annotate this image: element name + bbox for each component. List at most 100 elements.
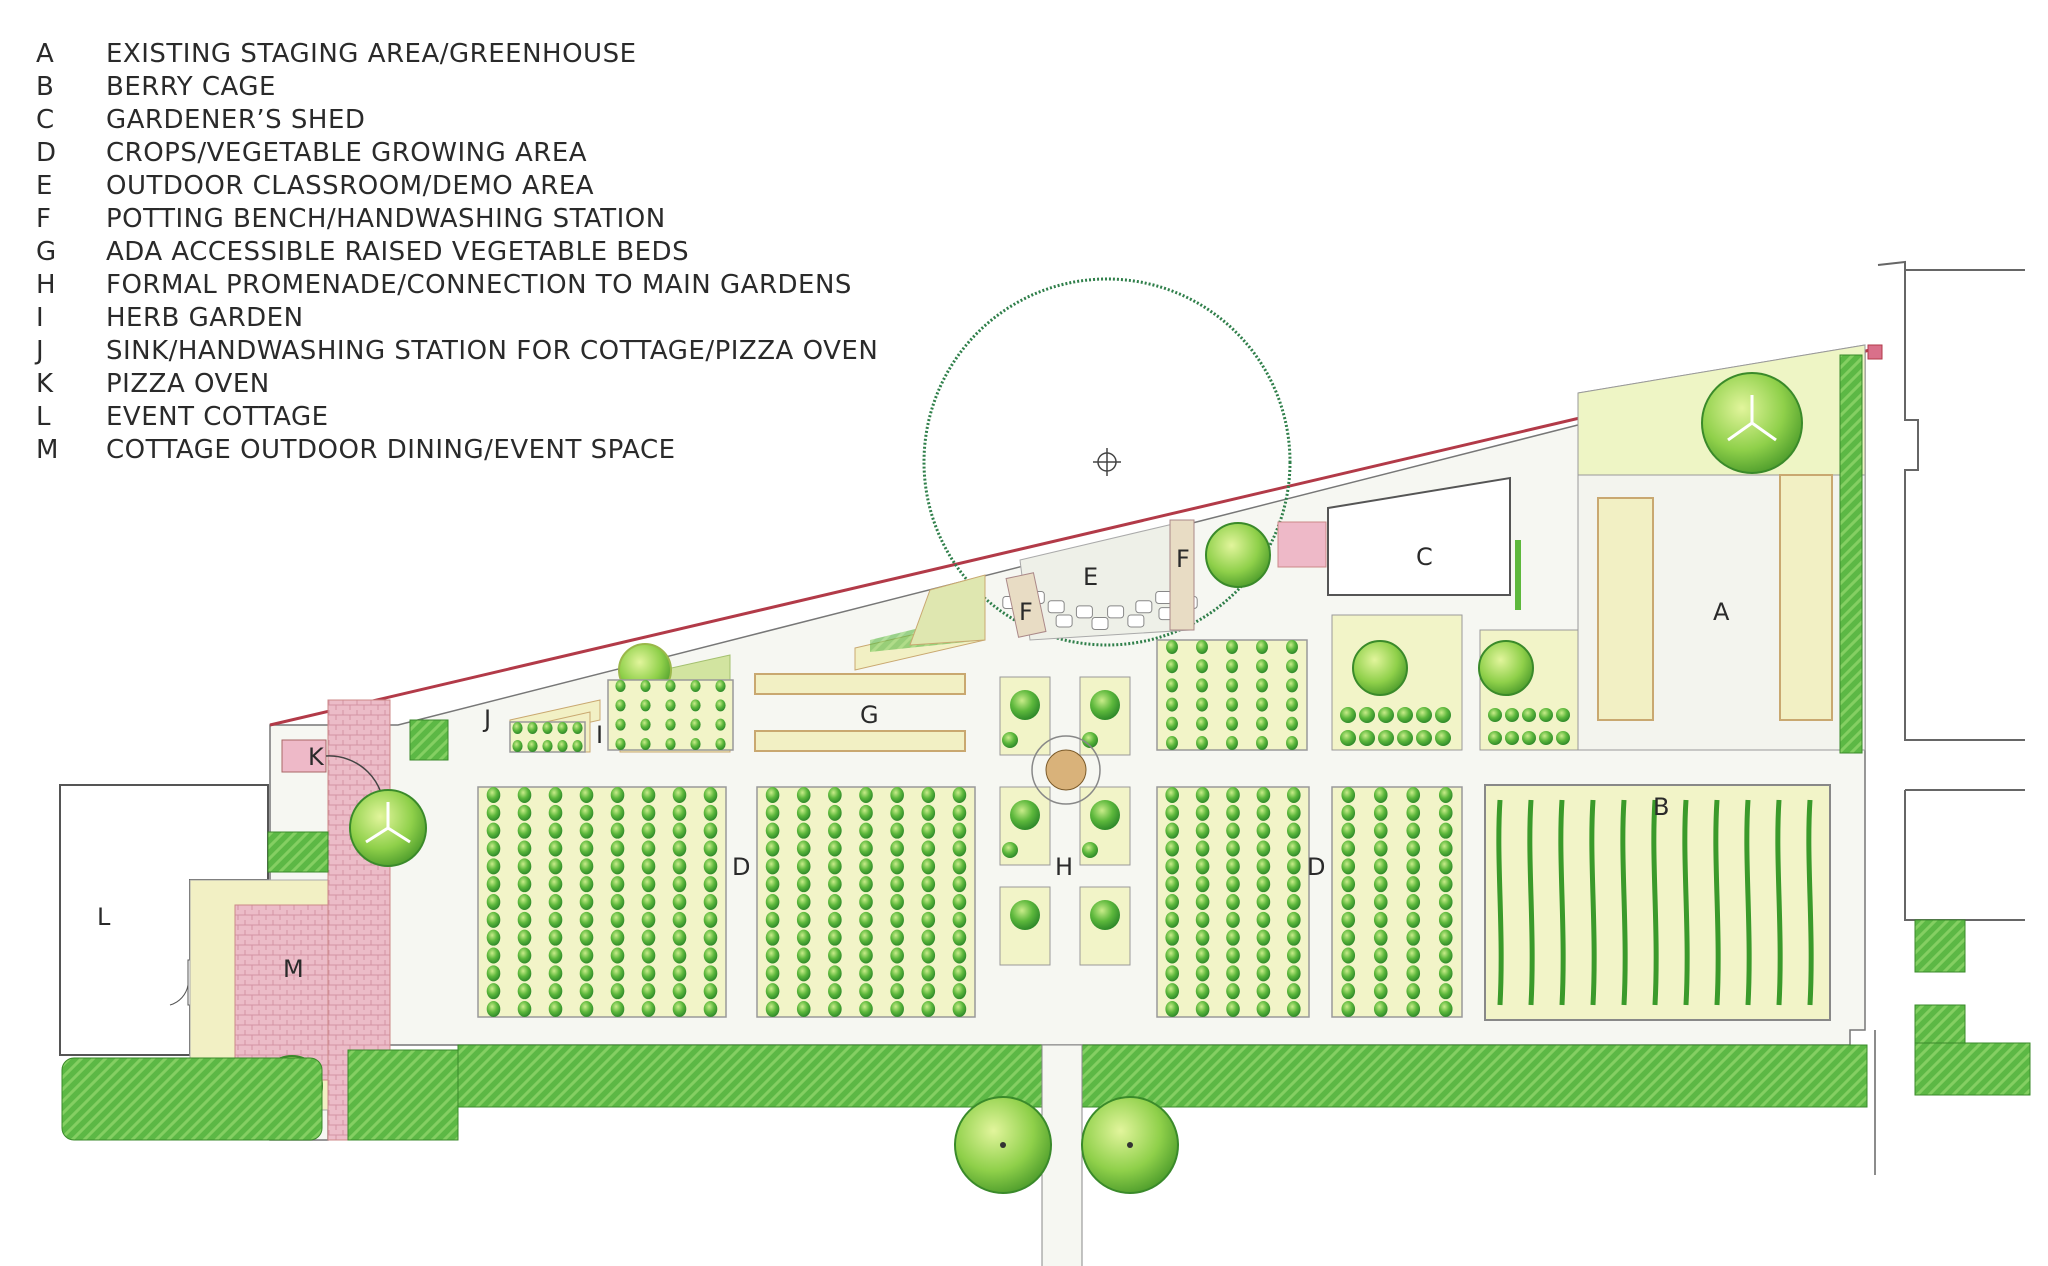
crop-plant bbox=[615, 680, 626, 692]
crop-plant bbox=[1166, 736, 1178, 750]
shrub bbox=[1539, 708, 1553, 722]
berry-row bbox=[1744, 799, 1752, 1006]
crop-plant bbox=[703, 894, 718, 910]
crop-plant bbox=[765, 876, 780, 893]
crop-plant bbox=[641, 911, 656, 928]
crop-plant bbox=[952, 911, 967, 928]
crop-plant bbox=[952, 947, 967, 964]
crop-plant bbox=[1373, 929, 1388, 946]
crop-plant bbox=[672, 965, 687, 982]
crop-plant bbox=[1406, 876, 1421, 893]
crop-plant bbox=[796, 822, 811, 839]
crop-plant bbox=[527, 722, 538, 734]
classroom-seat bbox=[1075, 605, 1093, 619]
shrub bbox=[1397, 730, 1413, 746]
crop-plant bbox=[1438, 911, 1453, 928]
legend-label: CROPS/VEGETABLE GROWING AREA bbox=[106, 138, 588, 168]
crop-plant bbox=[1256, 640, 1268, 654]
crop-plant bbox=[1256, 787, 1271, 803]
crop-plant bbox=[615, 699, 626, 712]
crop-plant bbox=[828, 804, 842, 821]
topiary-small bbox=[1002, 732, 1018, 748]
crop-plant bbox=[1195, 894, 1210, 910]
crop-plant bbox=[1373, 804, 1388, 821]
crop-plant bbox=[765, 983, 780, 1000]
shrub bbox=[1340, 730, 1356, 746]
shrub bbox=[1416, 707, 1432, 723]
crop-plant bbox=[579, 929, 594, 946]
crop-plant bbox=[828, 840, 842, 857]
label-j: J bbox=[482, 705, 491, 733]
crop-plant bbox=[1226, 804, 1240, 821]
crop-plant bbox=[542, 740, 553, 752]
crop-plant bbox=[548, 822, 563, 839]
crop-plant bbox=[1373, 894, 1388, 910]
crop-plant bbox=[1196, 659, 1208, 674]
crop-plant bbox=[1196, 716, 1208, 731]
crop-plant bbox=[828, 983, 842, 1000]
crop-plant bbox=[1438, 965, 1453, 982]
legend-key: I bbox=[36, 303, 44, 333]
shrub bbox=[1539, 731, 1553, 745]
crop-plant bbox=[1256, 822, 1271, 839]
legend-key: B bbox=[36, 72, 54, 102]
crop-plant bbox=[1406, 947, 1421, 964]
crop-plant bbox=[610, 911, 625, 928]
crop-plant bbox=[1406, 787, 1421, 803]
crop-plant bbox=[952, 876, 967, 893]
crop-plant bbox=[1373, 965, 1388, 982]
crop-plant bbox=[517, 965, 532, 982]
shrub bbox=[1522, 708, 1536, 722]
crop-plant bbox=[548, 894, 563, 910]
crop-plant bbox=[517, 929, 532, 946]
crop-plant bbox=[890, 965, 904, 982]
berry-row bbox=[1806, 799, 1814, 1006]
crop-plant bbox=[796, 804, 811, 821]
crop-plant bbox=[859, 822, 873, 839]
crop-plant bbox=[641, 804, 656, 821]
crop-plant bbox=[1195, 876, 1210, 893]
crop-plant bbox=[672, 1001, 687, 1017]
crop-plant bbox=[1406, 822, 1421, 839]
crop-plant bbox=[1287, 876, 1301, 893]
legend-label: POTTING BENCH/HANDWASHING STATION bbox=[106, 204, 666, 234]
crop-plant bbox=[1166, 697, 1178, 712]
crop-plant bbox=[641, 840, 656, 857]
crop-plant bbox=[1166, 678, 1178, 693]
crop-plant bbox=[1165, 822, 1179, 839]
crop-plant bbox=[1287, 822, 1301, 839]
crop-plant bbox=[921, 822, 936, 839]
crop-plant bbox=[579, 840, 594, 857]
crop-plant bbox=[1373, 1001, 1388, 1017]
shrub-tree bbox=[1352, 640, 1408, 696]
crop-plant bbox=[921, 804, 936, 821]
crop-plant bbox=[1406, 929, 1421, 946]
crop-plant bbox=[1287, 983, 1301, 1000]
crop-plant bbox=[1341, 929, 1356, 946]
crop-plant bbox=[765, 894, 780, 910]
crop-plant bbox=[890, 1001, 904, 1017]
crop-plant bbox=[1373, 840, 1388, 857]
crop-plant bbox=[610, 983, 625, 1000]
crop-plant bbox=[1341, 965, 1356, 982]
topiary-small bbox=[1002, 842, 1018, 858]
crop-plant bbox=[828, 894, 842, 910]
crop-plant bbox=[1341, 1001, 1356, 1017]
crop-plant bbox=[921, 858, 936, 875]
crop-plant bbox=[1226, 894, 1240, 910]
legend-label: PIZZA OVEN bbox=[106, 369, 270, 399]
crop-plant bbox=[765, 965, 780, 982]
crop-plant bbox=[665, 699, 676, 712]
crop-plant bbox=[765, 929, 780, 946]
crop-plant bbox=[1438, 983, 1453, 1000]
crop-plant bbox=[1341, 947, 1356, 964]
crop-plant bbox=[1406, 840, 1421, 857]
legend-key: H bbox=[36, 270, 56, 300]
crop-plant bbox=[1195, 787, 1210, 803]
shrub bbox=[1435, 707, 1451, 723]
crop-plant bbox=[952, 965, 967, 982]
berry-row bbox=[1620, 799, 1628, 1006]
